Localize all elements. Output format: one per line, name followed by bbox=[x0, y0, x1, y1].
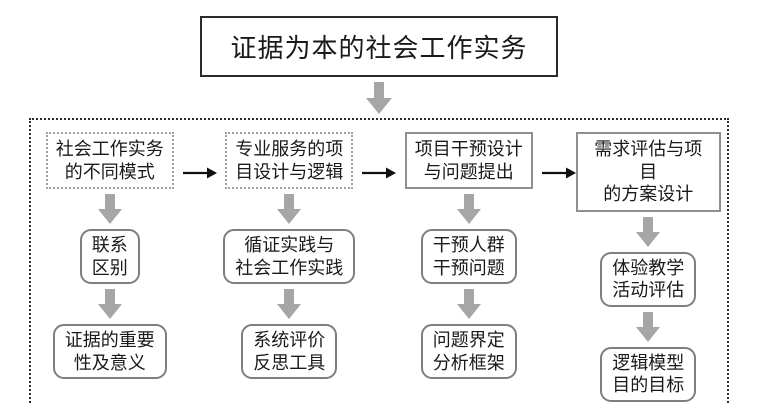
stage-top-box: 需求评估与项目 的方案设计 bbox=[575, 132, 721, 212]
right-arrow-icon bbox=[362, 167, 396, 179]
down-block-arrow-icon bbox=[366, 82, 392, 114]
stage-bottom-box: 系统评价 反思工具 bbox=[241, 324, 338, 379]
down-block-arrow-icon bbox=[456, 194, 481, 224]
down-block-arrow-icon bbox=[456, 289, 481, 319]
stage-middle-box: 联系 区别 bbox=[79, 229, 140, 284]
stages-panel: 社会工作实务 的不同模式 联系 区别 证据的重要 性及意义 专业服务的项 目设计… bbox=[29, 118, 729, 404]
stage-middle-box: 循证实践与 社会工作实践 bbox=[223, 229, 356, 284]
stage-bottom-box: 问题界定 分析框架 bbox=[420, 324, 517, 379]
process-column: 项目干预设计 与问题提出 干预人群 干预问题 问题界定 分析框架 bbox=[396, 132, 542, 379]
down-block-arrow-icon bbox=[277, 289, 302, 319]
page-title: 证据为本的社会工作实务 bbox=[230, 33, 528, 63]
down-block-arrow-icon bbox=[636, 216, 661, 247]
down-block-arrow-icon bbox=[97, 194, 122, 224]
stage-bottom-box: 证据的重要 性及意义 bbox=[52, 324, 167, 379]
down-block-arrow-icon bbox=[277, 194, 302, 224]
down-block-arrow-icon bbox=[636, 311, 661, 342]
right-arrow-icon bbox=[182, 167, 217, 179]
process-column: 需求评估与项目 的方案设计 体验教学 活动评估 逻辑模型 目的目标 bbox=[575, 132, 721, 402]
process-column: 专业服务的项 目设计与逻辑 循证实践与 社会工作实践 系统评价 反思工具 bbox=[217, 132, 363, 379]
stage-middle-box: 体验教学 活动评估 bbox=[600, 251, 697, 307]
stage-bottom-box: 逻辑模型 目的目标 bbox=[600, 346, 697, 402]
title-box: 证据为本的社会工作实务 bbox=[200, 16, 558, 77]
process-column: 社会工作实务 的不同模式 联系 区别 证据的重要 性及意义 bbox=[37, 132, 183, 379]
stage-top-box: 社会工作实务 的不同模式 bbox=[45, 132, 174, 189]
stage-middle-box: 干预人群 干预问题 bbox=[420, 229, 517, 284]
down-block-arrow-icon bbox=[97, 289, 122, 319]
stage-top-box: 专业服务的项 目设计与逻辑 bbox=[225, 132, 354, 189]
right-arrow-icon bbox=[541, 167, 576, 179]
stage-top-box: 项目干预设计 与问题提出 bbox=[404, 132, 533, 189]
